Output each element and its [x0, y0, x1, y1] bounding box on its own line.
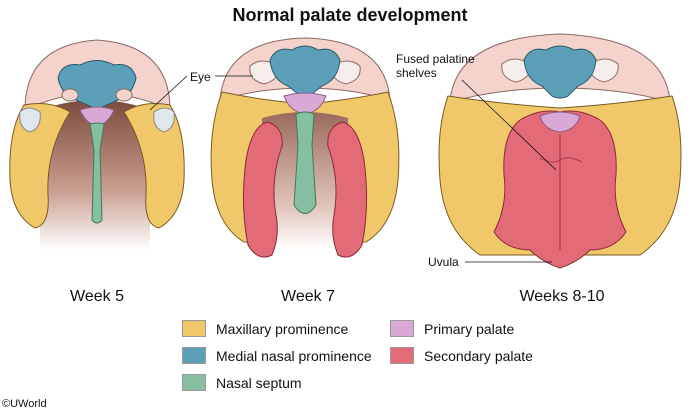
legend-swatch-secondary-palate: [390, 347, 414, 364]
uvula-label: Uvula: [428, 255, 459, 269]
stage-caption-week7: Week 7: [281, 288, 335, 305]
legend-swatch-medial-nasal: [182, 347, 206, 364]
week7-septum: [293, 111, 317, 214]
fused-shelves-label-line2: shelves: [396, 66, 437, 80]
eye-leader-line: [149, 75, 188, 111]
legend-swatch-primary-palate: [390, 320, 414, 337]
week5-illustration: [9, 39, 185, 250]
legend-label-maxillary: Maxillary prominence: [216, 320, 349, 337]
copyright-credit: ©UWorld: [2, 398, 47, 410]
legend-label-nasal-septum: Nasal septum: [216, 374, 302, 391]
week7-secondary-palate-right: [327, 121, 368, 258]
week8-medial-nasal: [523, 45, 597, 99]
week5-eye-right: [153, 107, 175, 133]
week8-10-illustration: [438, 33, 682, 269]
legend-label-secondary-palate: Secondary palate: [424, 347, 533, 364]
legend-label-medial-nasal: Medial nasal prominence: [216, 347, 372, 364]
week8-primary-palate: [539, 111, 581, 133]
week7-illustration: [210, 37, 400, 258]
fused-shelves-leader-line: [461, 79, 557, 171]
stage-caption-week8-10: Weeks 8-10: [519, 288, 605, 305]
stage-caption-week5: Week 5: [70, 288, 124, 305]
week5-maxillary-right: [123, 103, 185, 229]
fused-shelves-label-line1: Fused palatine: [396, 52, 475, 66]
legend-swatch-maxillary: [182, 320, 206, 337]
legend-item-primary-palate: Primary palate: [390, 320, 514, 337]
legend-item-secondary-palate: Secondary palate: [390, 347, 533, 364]
week7-medial-nasal: [269, 45, 341, 97]
eye-label: Eye: [190, 70, 211, 84]
week7-secondary-palate-left: [242, 121, 283, 258]
figure-title: Normal palate development: [232, 5, 468, 25]
week7-primary-palate: [283, 92, 327, 115]
legend-item-medial-nasal: Medial nasal prominence: [182, 347, 372, 364]
week5-medial-nasal: [57, 60, 137, 110]
legend-label-primary-palate: Primary palate: [424, 320, 515, 337]
legend-item-maxillary: Maxillary prominence: [182, 320, 348, 337]
week5-maxillary-left: [9, 103, 71, 229]
legend-swatch-nasal-septum: [182, 374, 206, 391]
legend-item-nasal-septum: Nasal septum: [182, 374, 302, 391]
week5-primary-palate: [79, 106, 115, 127]
week8-eye-right: [589, 58, 619, 83]
week5-septum: [89, 122, 105, 224]
week5-eye-left: [19, 107, 41, 133]
week8-eye-left: [501, 58, 531, 83]
fused-shelves-label: Fused palatine shelves: [396, 52, 475, 80]
